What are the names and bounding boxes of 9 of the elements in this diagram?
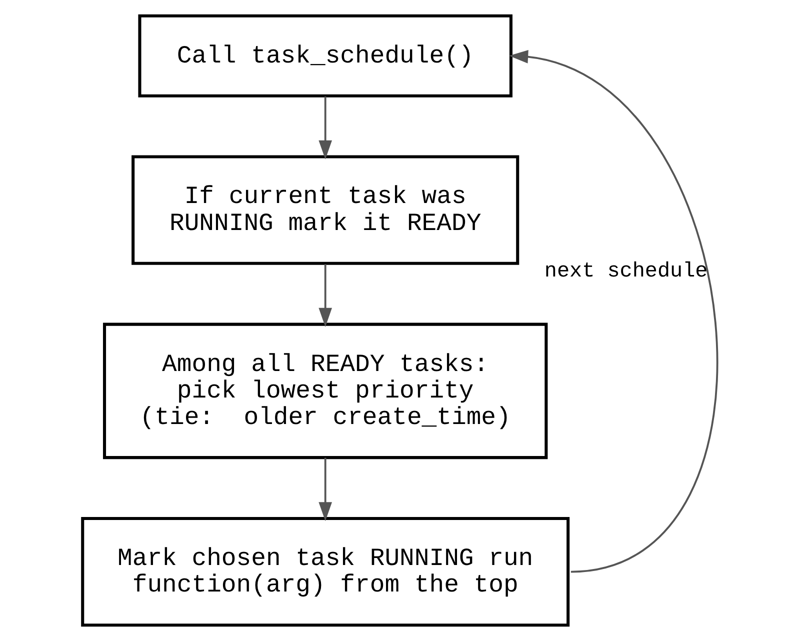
edge-label: next schedule <box>544 260 708 284</box>
arrow <box>318 458 332 522</box>
arrow <box>318 264 332 327</box>
node-box: Among all READY tasks: pick lowest priority (tie: older create_time) <box>102 322 548 460</box>
node-box: Mark chosen task RUNNING run function(arg) from the top <box>81 516 570 627</box>
arrow <box>318 96 332 160</box>
node-box: Call task_schedule() <box>138 14 512 98</box>
node-box: If current task was RUNNING mark it READY <box>132 155 520 265</box>
arrow <box>509 50 718 573</box>
